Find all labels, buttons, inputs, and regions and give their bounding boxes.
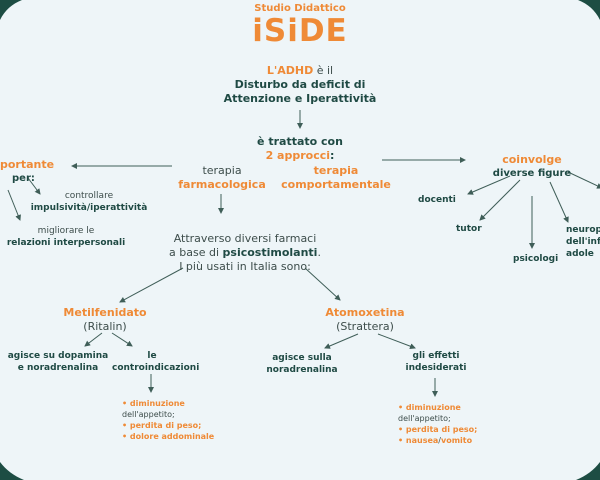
arrow-atom-effects (377, 333, 416, 350)
atom-action-2: noradrenalina (266, 365, 338, 375)
atom-effects-2: indesiderati (405, 363, 467, 373)
improve-line-1: migliorare le (37, 226, 95, 236)
arrow-right-offscreen (567, 171, 600, 189)
metil-name: Metilfenidato (63, 306, 147, 319)
atom-eff-1a: diminuzione (405, 403, 461, 412)
left-title: portante (0, 158, 55, 171)
atom-effects-1: gli effetti (412, 351, 460, 361)
metil-contra-2: controindicazioni (112, 363, 200, 373)
control-line-2: impulsività/iperattività (30, 203, 148, 213)
behav-line-1: terapia (313, 164, 359, 177)
atom-eff-2: perdita di peso; (405, 425, 478, 434)
drugs-line-2b: psicostimolanti (222, 246, 318, 259)
arrow-right-tutor (479, 179, 521, 221)
adhd-line-2: Disturbo da deficit di (234, 78, 366, 91)
figure-neuropsichiatri: neurop dell'inf adole (566, 224, 600, 260)
left-per: per: (12, 173, 35, 184)
arrow-left-improve (7, 189, 21, 221)
metil-effects-list: • diminuzione dell'appetito; • perdita d… (122, 398, 242, 442)
atom-eff-3c: vomito (440, 436, 473, 445)
right-title: coinvolge (502, 153, 562, 166)
metil-eff-1b: dell'appetito; (122, 410, 175, 419)
atom-eff-3b: / (438, 436, 441, 445)
atom-node: Atomoxetina (Strattera) (310, 306, 420, 334)
behav-line-2: comportamentale (281, 178, 391, 191)
pharma-line-2: farmacologica (178, 178, 266, 191)
adhd-line-3: Attenzione e Iperattività (223, 92, 377, 105)
arrow-drugs-metil (119, 267, 184, 303)
adhd-term: L'ADHD (266, 64, 314, 77)
adhd-is: è il (316, 64, 334, 77)
neuro-line-3: adole (566, 249, 594, 259)
pharma-therapy-node: terapia farmacologica (172, 164, 272, 192)
improve-line-2: relazioni interpersonali (6, 238, 126, 248)
atom-eff-3a: nausea (405, 436, 439, 445)
arrow-metil-contra (111, 332, 133, 347)
metil-brand: (Ritalin) (83, 320, 127, 333)
metil-node: Metilfenidato (Ritalin) (55, 306, 155, 334)
treated-line-1: è trattato con (257, 135, 343, 148)
right-subtitle: diverse figure (492, 168, 572, 179)
neuro-line-1: neurop (566, 225, 600, 235)
atom-effects-list: • diminuzione dell'appetito; • perdita d… (398, 402, 518, 446)
metil-contra-1: le (147, 351, 157, 361)
drugs-intro-node: Attraverso diversi farmaci a base di psi… (140, 232, 350, 274)
neuro-line-2: dell'inf (566, 237, 600, 247)
metil-eff-1a: diminuzione (129, 399, 185, 408)
figure-docenti: docenti (418, 195, 456, 205)
two-approaches: 2 approcci (265, 149, 331, 162)
arrow-right-neuro (549, 181, 569, 223)
brand-subtitle: Studio Didattico (254, 3, 346, 14)
arrow-drugs-atom (304, 267, 341, 301)
atom-brand: (Strattera) (336, 320, 394, 333)
adhd-definition: L'ADHD è il Disturbo da deficit di Atten… (190, 64, 410, 106)
left-branch-title: portante per: (0, 158, 60, 185)
behavioral-therapy-node: terapia comportamentale (276, 164, 396, 192)
drugs-line-2a: a base di (169, 246, 220, 259)
drugs-line-2c: . (317, 246, 321, 259)
metil-contra-node: le controindicazioni (112, 350, 200, 374)
atom-action-node: agisce sulla noradrenalina (262, 352, 342, 376)
metil-eff-2: perdita di peso; (129, 421, 202, 430)
treated-with-node: è trattato con 2 approcci: (210, 135, 390, 163)
metil-action-1: agisce su dopamina (7, 351, 109, 361)
atom-action-1: agisce sulla (272, 353, 332, 363)
metil-action-node: agisce su dopamina e noradrenalina (0, 350, 116, 374)
atom-effects-node: gli effetti indesiderati (396, 350, 476, 374)
figure-tutor: tutor (456, 224, 482, 234)
brand-logo: iSiDE (252, 13, 348, 49)
arrow-right-docenti (467, 175, 511, 195)
atom-eff-1b: dell'appetito; (398, 414, 451, 423)
right-branch-title: coinvolge diverse figure (470, 153, 594, 180)
atom-name: Atomoxetina (325, 306, 405, 319)
drugs-line-1: Attraverso diversi farmaci (173, 232, 317, 245)
treated-colon: : (330, 149, 335, 162)
control-line-1: controllare (64, 191, 114, 201)
pharma-line-1: terapia (202, 164, 242, 177)
arrow-metil-action (84, 332, 103, 347)
left-improve-node: migliorare le relazioni interpersonali (6, 225, 126, 249)
drugs-line-3: I più usati in Italia sono: (179, 260, 311, 273)
arrow-left-control (27, 177, 41, 195)
figure-psicologi: psicologi (513, 254, 559, 264)
left-control-node: controllare impulsività/iperattività (24, 190, 154, 214)
metil-action-2: e noradrenalina (17, 363, 99, 373)
arrow-atom-action (324, 333, 359, 349)
metil-eff-3: dolore addominale (129, 432, 215, 441)
